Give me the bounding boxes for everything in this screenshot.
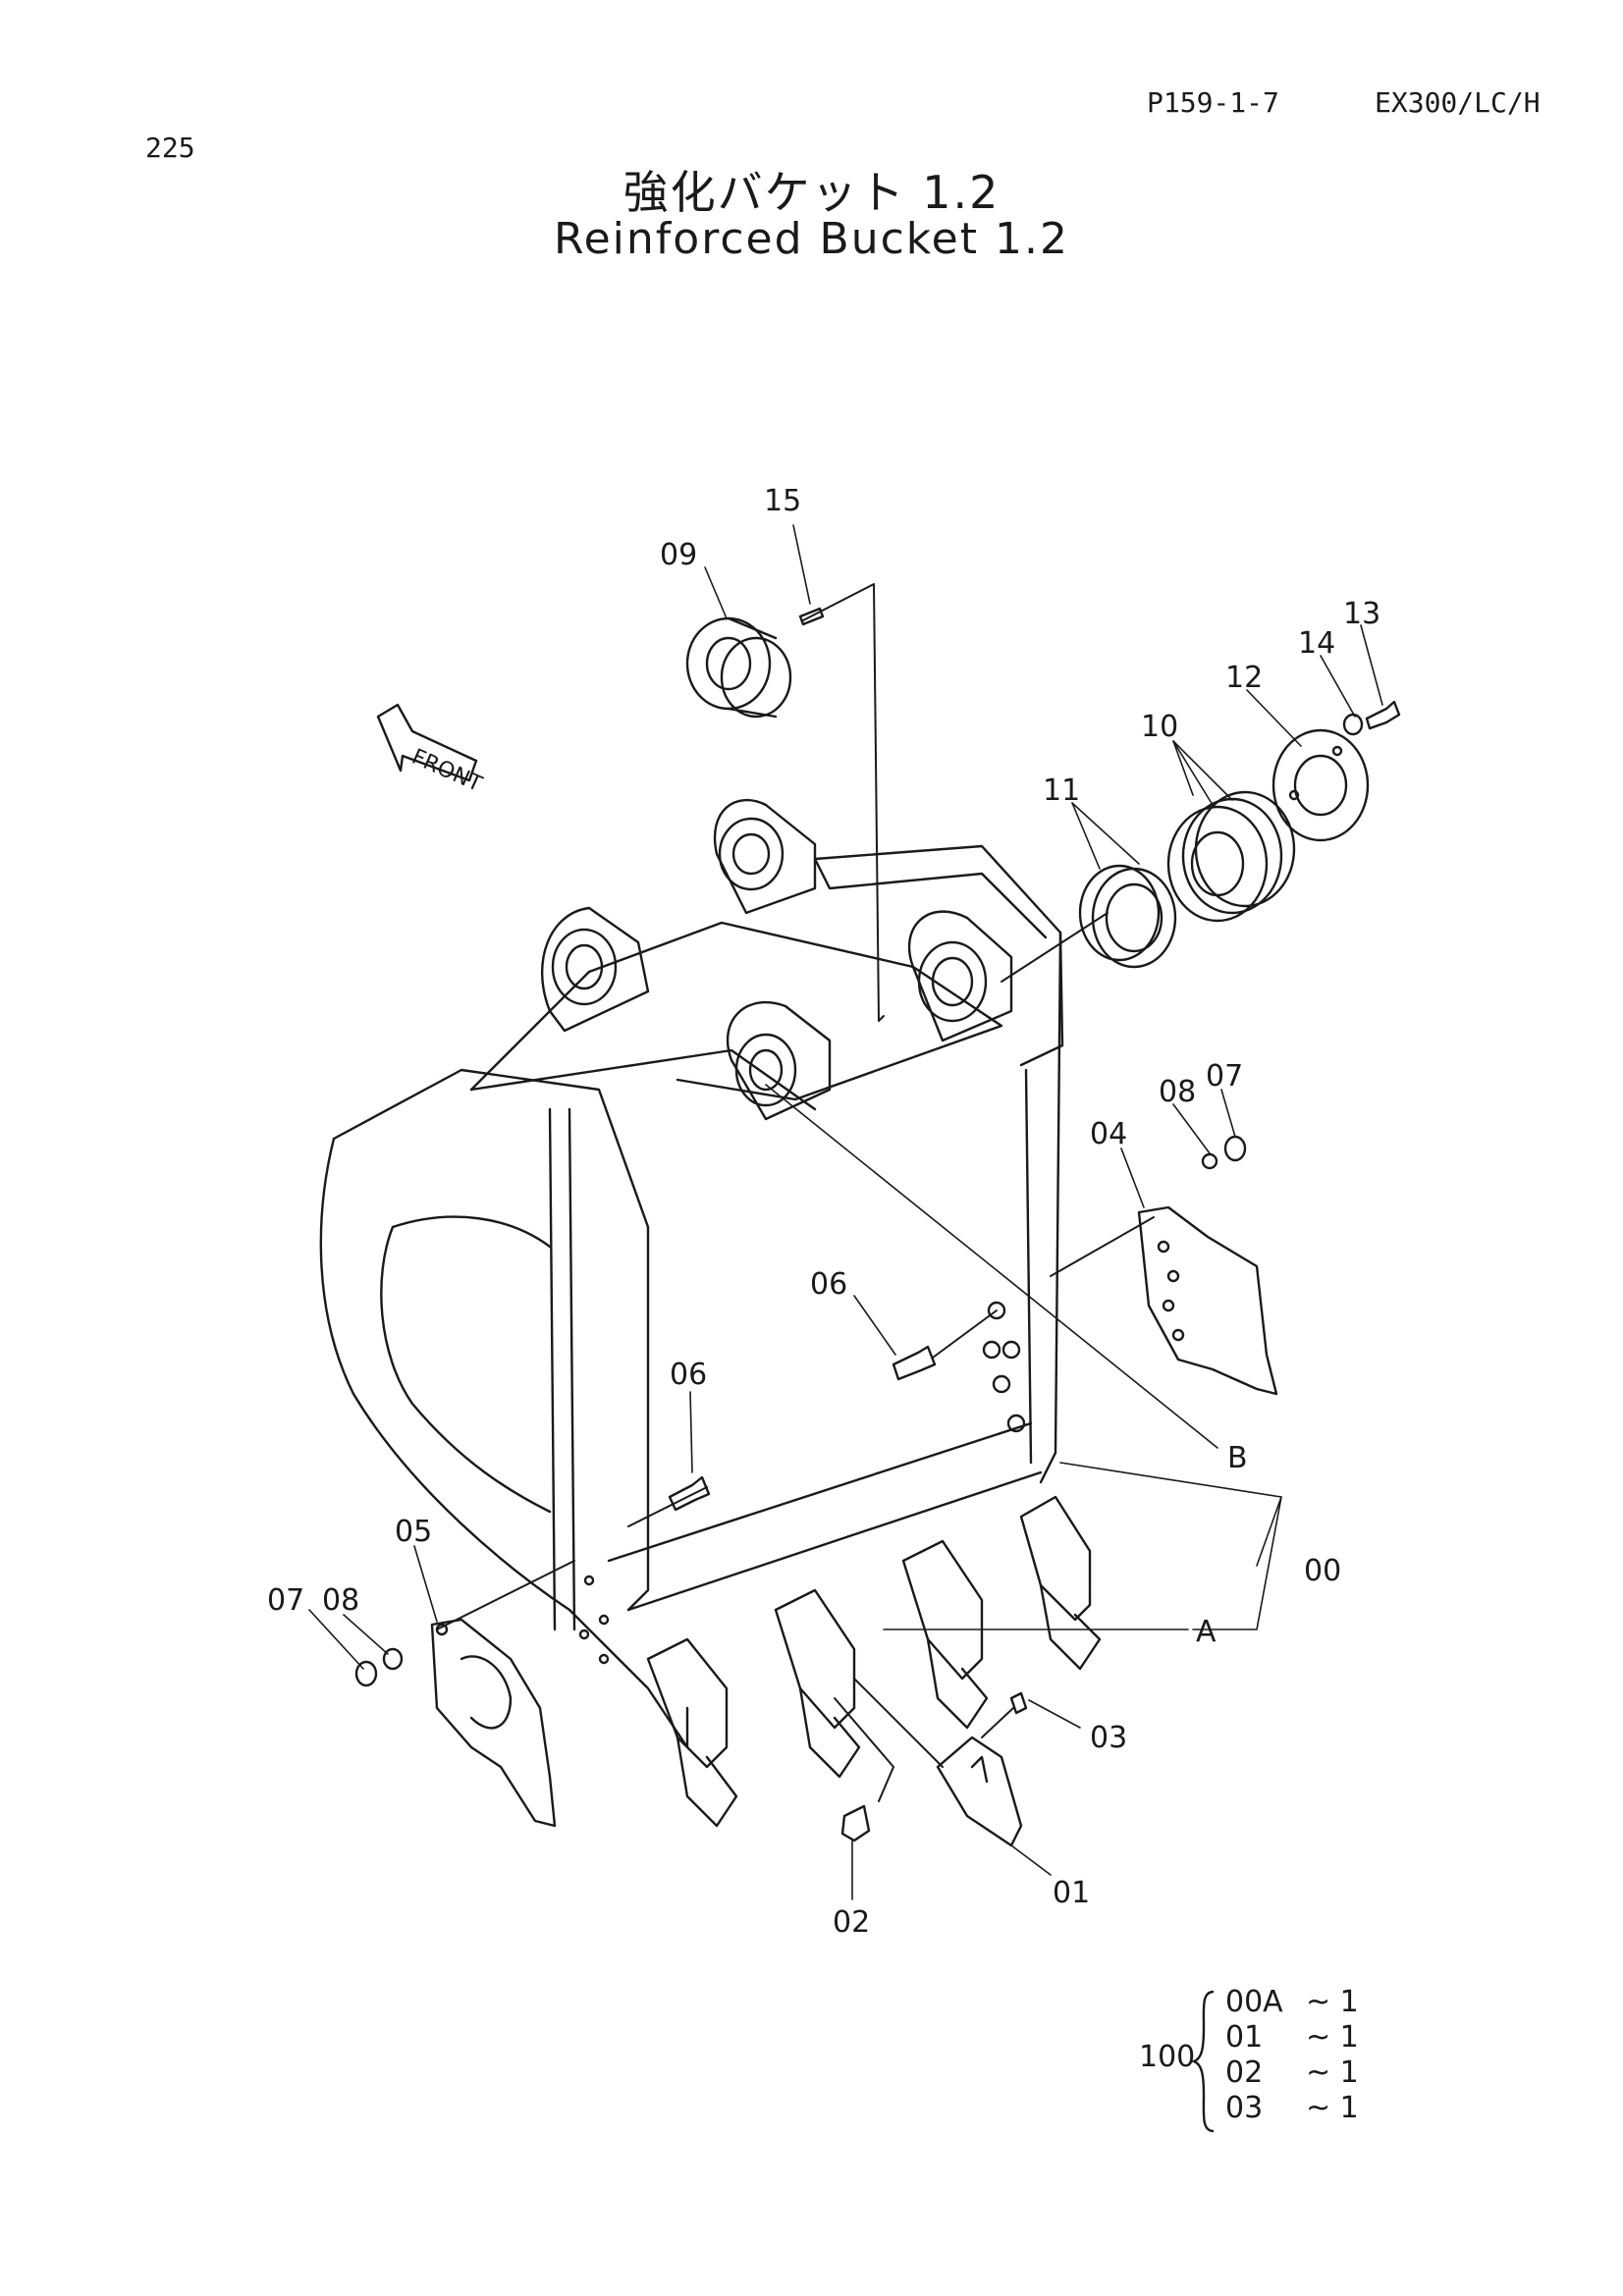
callout-15: 15 [764, 484, 801, 518]
callout-07-right: 07 [1206, 1059, 1243, 1094]
callout-02: 02 [833, 1905, 870, 1940]
kit-item-qty: ~ 1 [1306, 2056, 1359, 2090]
front-arrow-label: FRONT [408, 745, 486, 798]
callout-10: 10 [1141, 710, 1178, 744]
assembly-line-03 [981, 1707, 1014, 1738]
part-01-tooth [936, 1735, 1023, 1847]
callout-07-left: 07 [267, 1583, 304, 1618]
callout-B: B [1227, 1441, 1248, 1475]
assembly-line-02 [834, 1697, 894, 1802]
part-08-washer-left [382, 1647, 404, 1671]
title-japanese: 強化バケット 1.2 [622, 166, 1001, 219]
page-number: 225 [145, 132, 195, 164]
part-08-washer-right [1201, 1152, 1218, 1170]
kit-assembly-number: 100 [1139, 2040, 1196, 2074]
part-05-side-cutter [430, 1618, 557, 1828]
assembly-line-06-lower [627, 1486, 708, 1527]
part-03-lock [1009, 1691, 1028, 1715]
bucket-body [319, 799, 1064, 1749]
front-arrow-icon: FRONT [376, 703, 486, 798]
title-english: Reinforced Bucket 1.2 [554, 214, 1069, 264]
kit-item-qty: ~ 1 [1306, 2091, 1359, 2125]
assembly-line-01 [853, 1678, 944, 1768]
part-13-bolt [1365, 700, 1401, 730]
leader-lines [308, 524, 1383, 1900]
part-02-pin [840, 1804, 871, 1842]
callout-09: 09 [660, 538, 697, 572]
callout-13: 13 [1343, 597, 1380, 631]
callout-00: 00 [1304, 1554, 1341, 1588]
part-10-shims [1166, 790, 1296, 923]
callout-01: 01 [1053, 1876, 1090, 1910]
callout-12: 12 [1225, 661, 1263, 695]
callout-labels: 15 09 13 14 12 10 11 08 07 04 06 06 05 0… [267, 484, 1380, 1940]
callout-08-left: 08 [322, 1583, 359, 1618]
model-code: EX300/LC/H [1375, 86, 1541, 119]
callout-06-upper: 06 [810, 1267, 847, 1302]
part-06-bolt-lower [668, 1475, 711, 1512]
assembly-line-05 [436, 1560, 575, 1630]
part-11-seal [1078, 864, 1177, 969]
callout-08-right: 08 [1159, 1075, 1196, 1109]
kit-item-part: 00A [1225, 1985, 1283, 2019]
kit-item-part: 01 [1225, 2020, 1264, 2055]
assembly-line-pin-axis [1001, 912, 1109, 983]
sheet-code: P159-1-7 [1147, 86, 1279, 119]
callout-A: A [1196, 1615, 1217, 1649]
part-15-bolt [798, 607, 825, 626]
assembly-line-09 [802, 583, 885, 1022]
kit-item-part: 02 [1225, 2056, 1264, 2090]
part-07-nut-left [354, 1660, 378, 1687]
kit-item-qty: ~ 1 [1306, 2020, 1359, 2055]
part-07-nut-right [1223, 1135, 1247, 1162]
bucket-teeth [646, 1495, 1102, 1828]
kit-brace-icon [1190, 1990, 1215, 2133]
part-04-side-cutter [1137, 1205, 1278, 1396]
callout-05: 05 [395, 1515, 432, 1549]
part-09-pin [685, 616, 792, 719]
kit-item-qty: ~ 1 [1306, 1985, 1359, 2019]
part-12-plate [1271, 728, 1370, 842]
callout-14: 14 [1298, 626, 1335, 661]
callout-04: 04 [1090, 1117, 1127, 1151]
assembly-line-04 [1050, 1216, 1155, 1277]
callout-03: 03 [1090, 1721, 1127, 1755]
kit-item-part: 03 [1225, 2091, 1264, 2125]
callout-11: 11 [1043, 774, 1080, 808]
part-06-bolt-upper [892, 1345, 937, 1381]
callout-06-lower: 06 [670, 1358, 707, 1392]
assembly-line-06-upper [932, 1309, 998, 1359]
part-14-washer [1342, 713, 1364, 736]
